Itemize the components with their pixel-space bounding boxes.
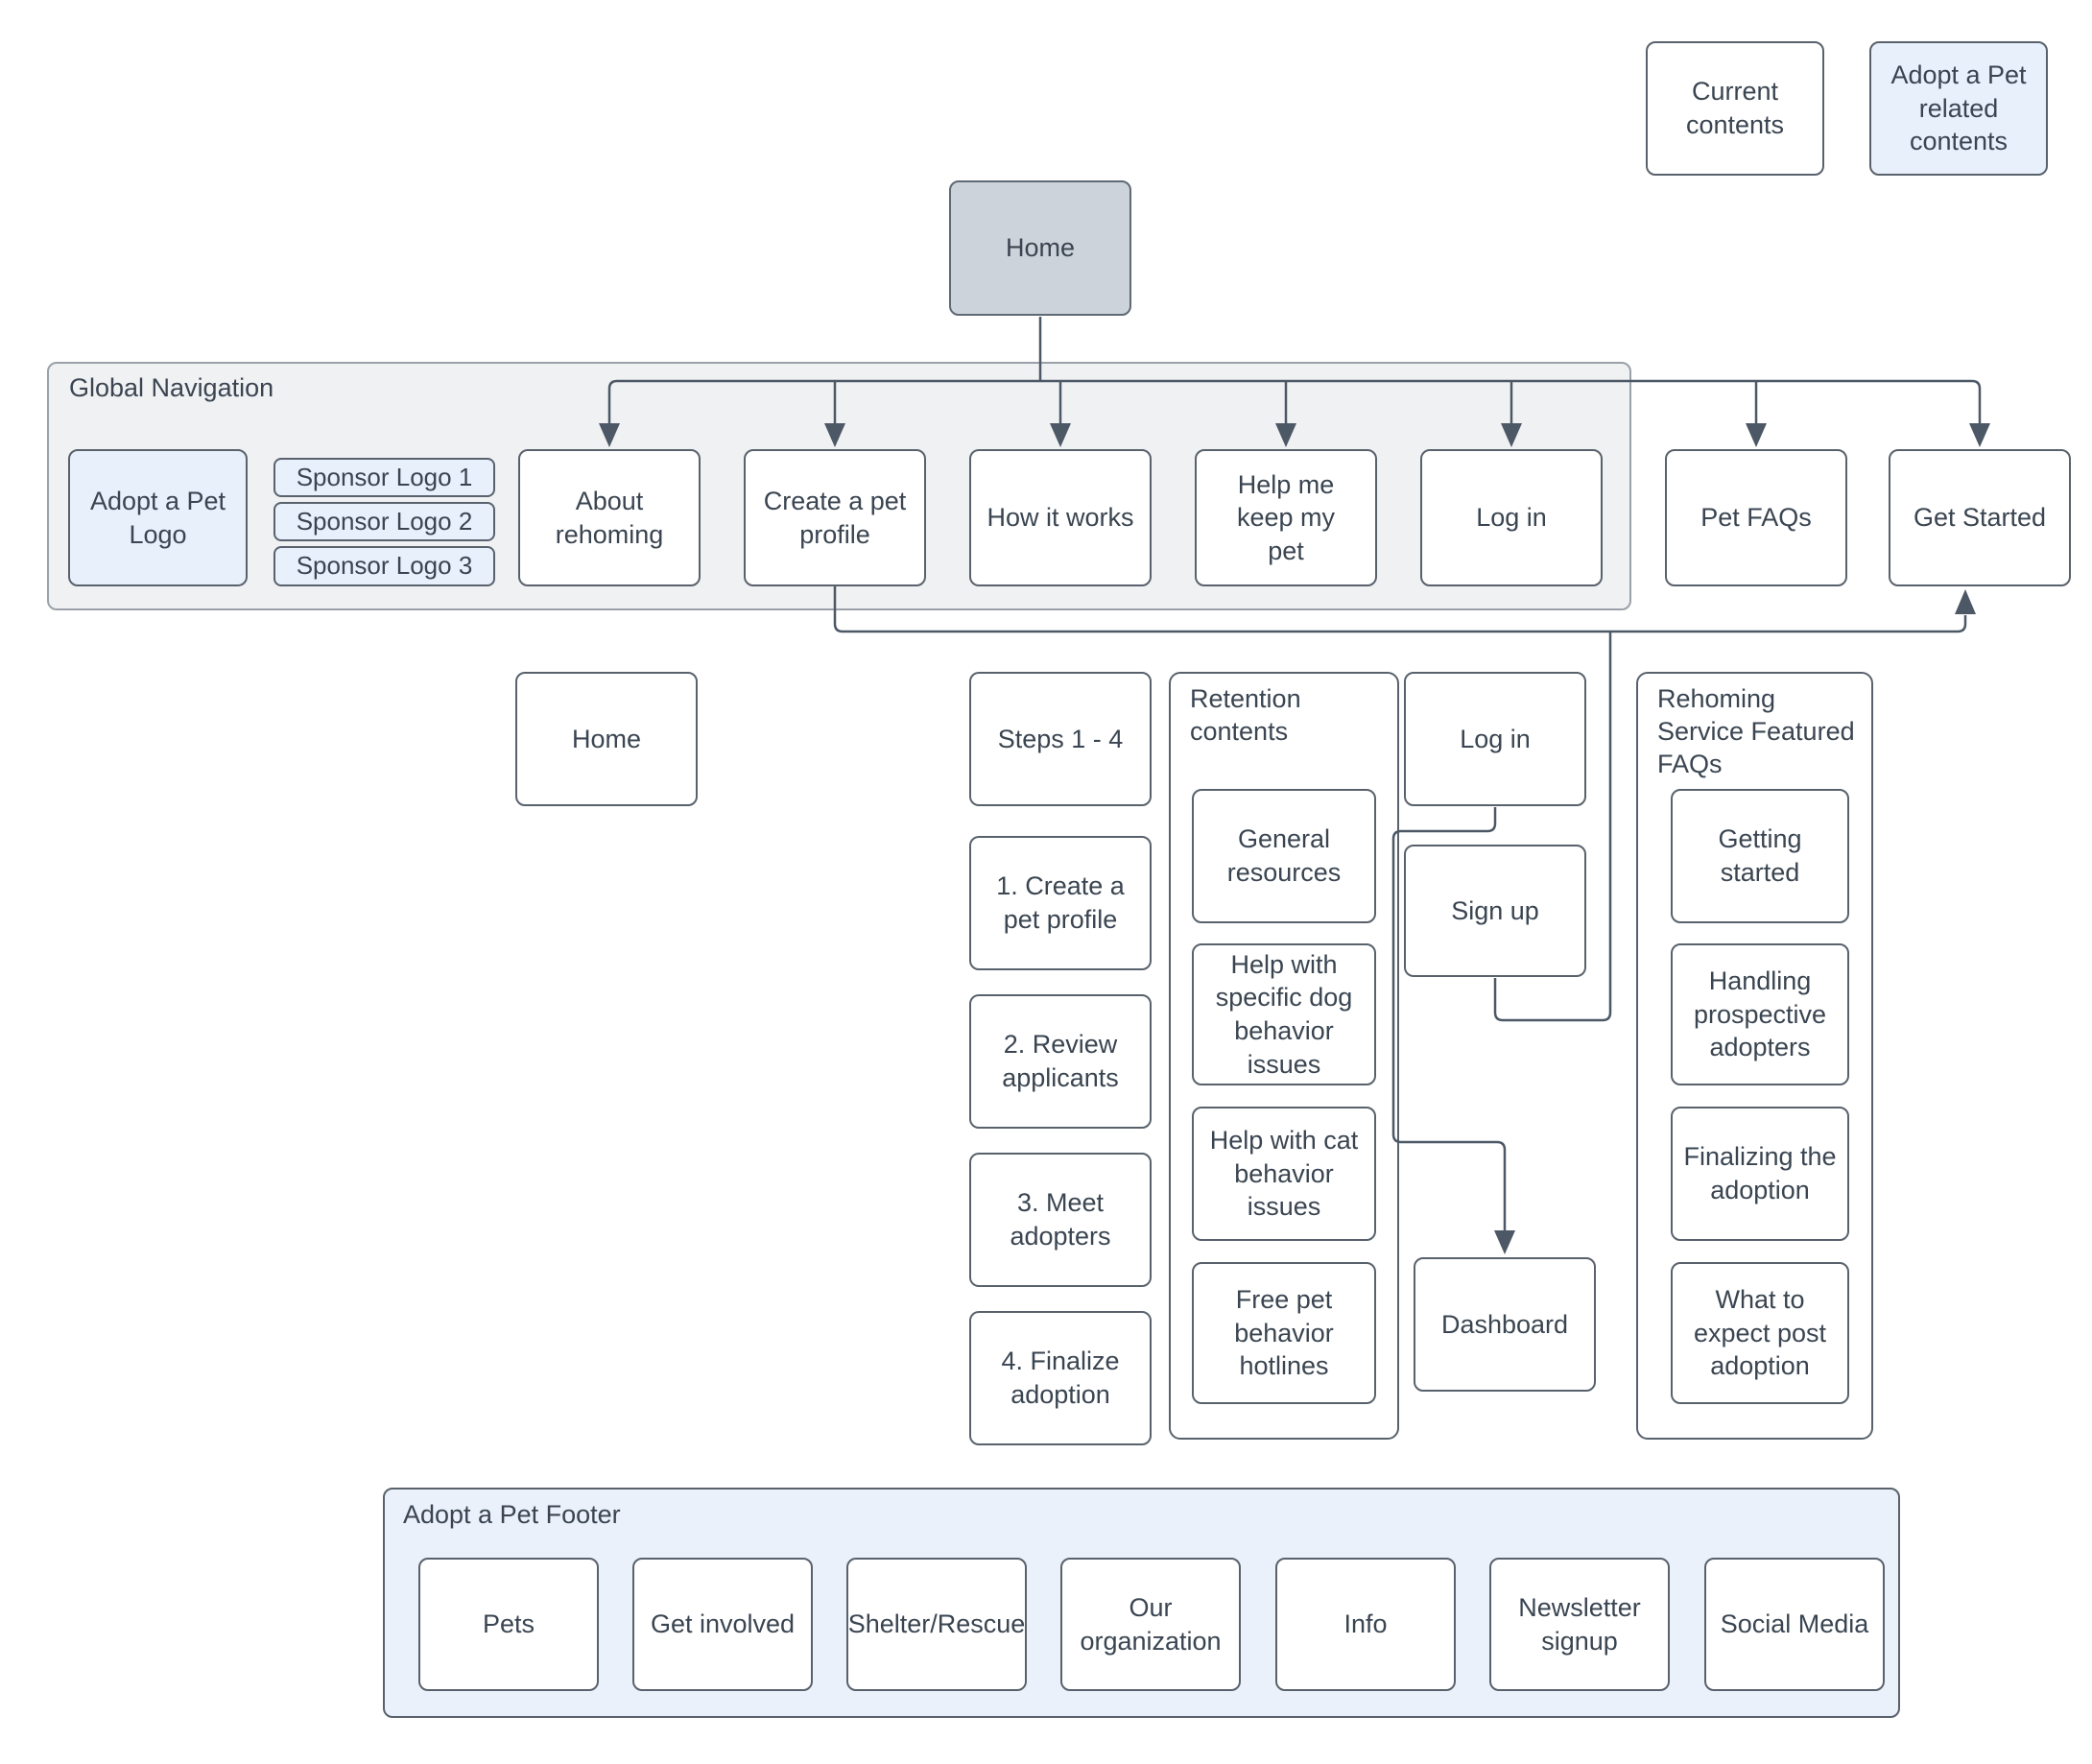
legend-current-contents: Current contents	[1646, 41, 1824, 176]
node-sponsor-logo-2: Sponsor Logo 2	[273, 502, 495, 541]
node-log-in-level2: Log in	[1404, 672, 1586, 806]
legend-adopt-related-contents: Adopt a Pet related contents	[1869, 41, 2048, 176]
node-home-root: Home	[949, 180, 1131, 316]
node-faq-finalizing-the-adoption: Finalizing the adoption	[1671, 1107, 1849, 1241]
node-dashboard: Dashboard	[1414, 1257, 1596, 1392]
node-step-3-meet-adopters: 3. Meet adopters	[969, 1153, 1152, 1287]
node-footer-info: Info	[1275, 1558, 1456, 1691]
node-how-it-works: How it works	[969, 449, 1152, 586]
node-create-a-pet-profile: Create a pet profile	[744, 449, 926, 586]
node-faq-what-to-expect-post-adoption: What to expect post adoption	[1671, 1262, 1849, 1404]
node-sponsor-logo-1: Sponsor Logo 1	[273, 458, 495, 497]
node-log-in-nav: Log in	[1420, 449, 1603, 586]
node-sign-up: Sign up	[1404, 845, 1586, 977]
node-general-resources: General resources	[1192, 789, 1376, 923]
node-adopt-a-pet-logo: Adopt a Pet Logo	[68, 449, 248, 586]
node-steps-1-4: Steps 1 - 4	[969, 672, 1152, 806]
node-home-level2: Home	[515, 672, 698, 806]
footer-label: Adopt a Pet Footer	[403, 1500, 621, 1529]
node-free-pet-behavior-hotlines: Free pet behavior hotlines	[1192, 1262, 1376, 1404]
node-step-1-create-pet-profile: 1. Create a pet profile	[969, 836, 1152, 970]
retention-contents-label: Retention contents	[1190, 684, 1301, 746]
node-help-me-keep-my-pet: Help me keep my pet	[1195, 449, 1377, 586]
node-step-2-review-applicants: 2. Review applicants	[969, 994, 1152, 1129]
global-navigation-label: Global Navigation	[69, 373, 274, 402]
node-footer-our-organization: Our organization	[1060, 1558, 1241, 1691]
node-about-rehoming: About rehoming	[518, 449, 701, 586]
rehoming-faqs-label: Rehoming Service Featured FAQs	[1657, 684, 1855, 778]
node-footer-get-involved: Get involved	[632, 1558, 813, 1691]
node-faq-getting-started: Getting started	[1671, 789, 1849, 923]
node-faq-handling-prospective-adopters: Handling prospective adopters	[1671, 943, 1849, 1085]
node-sponsor-logo-3: Sponsor Logo 3	[273, 546, 495, 586]
node-footer-newsletter-signup: Newsletter signup	[1489, 1558, 1670, 1691]
node-footer-pets: Pets	[418, 1558, 599, 1691]
node-pet-faqs: Pet FAQs	[1665, 449, 1847, 586]
node-step-4-finalize-adoption: 4. Finalize adoption	[969, 1311, 1152, 1445]
node-help-dog-behavior: Help with specific dog behavior issues	[1192, 943, 1376, 1085]
node-footer-social-media: Social Media	[1704, 1558, 1885, 1691]
node-help-cat-behavior: Help with cat behavior issues	[1192, 1107, 1376, 1241]
node-get-started: Get Started	[1889, 449, 2071, 586]
node-footer-shelter-rescue: Shelter/Rescue	[846, 1558, 1027, 1691]
